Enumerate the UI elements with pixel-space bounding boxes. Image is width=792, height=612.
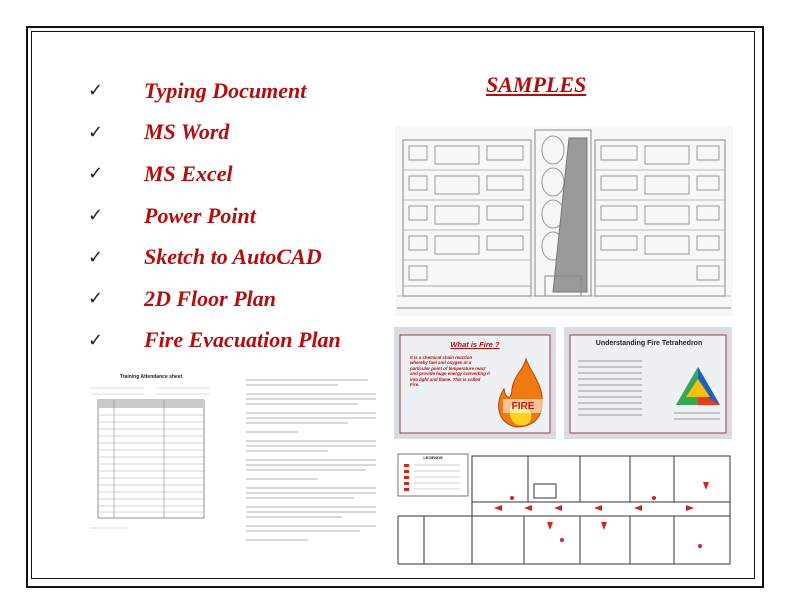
check-icon: ✓ — [88, 121, 104, 143]
service-label: MS Word — [144, 119, 230, 145]
service-item: ✓ Sketch to AutoCAD — [88, 236, 341, 278]
service-label: MS Excel — [144, 160, 233, 186]
tetra-card-title: Understanding Fire Tetrahedron — [595, 340, 703, 347]
service-label: Power Point — [144, 202, 256, 228]
check-icon: ✓ — [88, 246, 104, 268]
service-label: 2D Floor Plan — [144, 285, 277, 311]
service-label: Sketch to AutoCAD — [144, 244, 322, 270]
building-elevation-image — [395, 126, 733, 316]
fire-card-title: What is Fire ? — [450, 340, 500, 349]
service-label: Fire Evacuation Plan — [144, 327, 341, 353]
service-item: ✓ Power Point — [88, 195, 341, 237]
service-item: ✓ Fire Evacuation Plan — [88, 320, 341, 362]
fire-badge: FIRE — [511, 401, 535, 412]
service-item: ✓ MS Word — [88, 112, 341, 154]
inner-border — [31, 31, 755, 579]
check-icon: ✓ — [88, 163, 104, 185]
fire-tetrahedron-card: Understanding Fire Tetrahedron — [564, 327, 732, 439]
floor-plan-legend-title: LEGENDS — [423, 455, 443, 460]
outer-border — [26, 26, 764, 588]
check-icon: ✓ — [88, 205, 104, 227]
fire-definition-card: What is Fire ? It is a chemical chain re… — [394, 327, 556, 439]
service-item: ✓ MS Excel — [88, 153, 341, 195]
check-icon: ✓ — [88, 288, 104, 310]
service-item: ✓ 2D Floor Plan — [88, 278, 341, 320]
evacuation-floor-plan-image: LEGENDS — [394, 450, 734, 568]
check-icon: ✓ — [88, 80, 104, 102]
services-list: ✓ Typing Document ✓ MS Word ✓ MS Excel ✓ Pow… — [88, 70, 341, 361]
text-document-image — [238, 366, 384, 552]
samples-heading: SAMPLES — [486, 72, 587, 97]
service-label: Typing Document — [144, 77, 307, 103]
service-item: ✓ Typing Document — [88, 70, 341, 112]
fire-card-text: It is a chemical chain reaction whereby … — [410, 355, 490, 388]
check-icon: ✓ — [88, 329, 104, 351]
attendance-sheet-title: Training Attendance sheet — [119, 374, 183, 380]
attendance-sheet-image: Training Attendance sheet — [84, 366, 218, 552]
